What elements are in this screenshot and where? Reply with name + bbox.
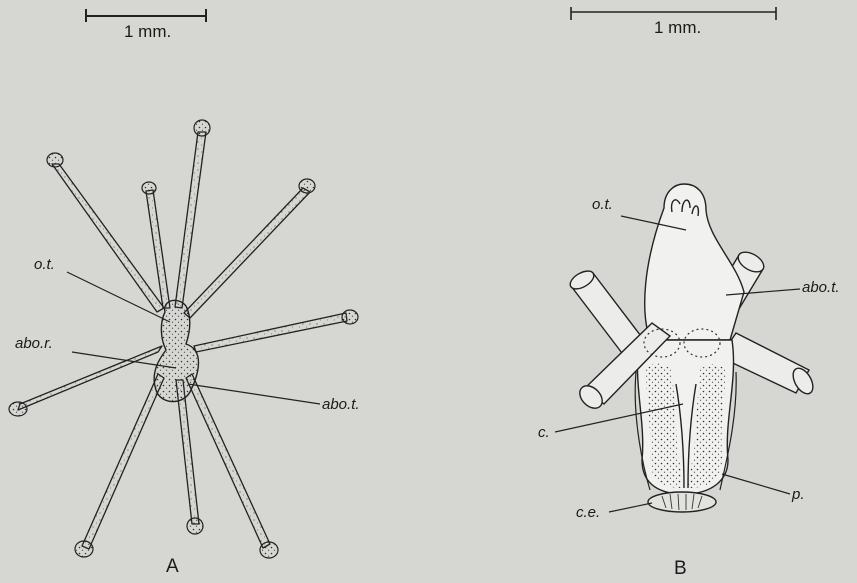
arm-3 <box>175 132 206 308</box>
panel-a-scale-bar <box>86 9 206 22</box>
panel-b-label-ce: c.e. <box>576 504 600 521</box>
arm-4 <box>184 188 310 318</box>
arm-8 <box>176 380 199 524</box>
panel-a-label-ot: o.t. <box>34 256 55 273</box>
panel-a-letter: A <box>166 556 179 578</box>
panel-b-label-c: c. <box>538 424 550 441</box>
panel-b-letter: B <box>674 558 687 580</box>
panel-a-label-abo-r: abo.r. <box>15 335 53 352</box>
arm-6 <box>18 346 162 410</box>
arm-5 <box>194 313 347 352</box>
arm-7 <box>82 374 164 549</box>
panel-a-scale-label: 1 mm. <box>124 22 171 42</box>
panel-b-scale-label: 1 mm. <box>654 18 701 38</box>
panel-b-label-abo-t: abo.t. <box>802 279 840 296</box>
panel-a-label-abo-t: abo.t. <box>322 396 360 413</box>
basal-disc <box>648 492 716 512</box>
panel-b-label-ot: o.t. <box>592 196 613 213</box>
tentacle-lower-right <box>720 333 817 397</box>
panel-b-label-p: p. <box>792 486 805 503</box>
